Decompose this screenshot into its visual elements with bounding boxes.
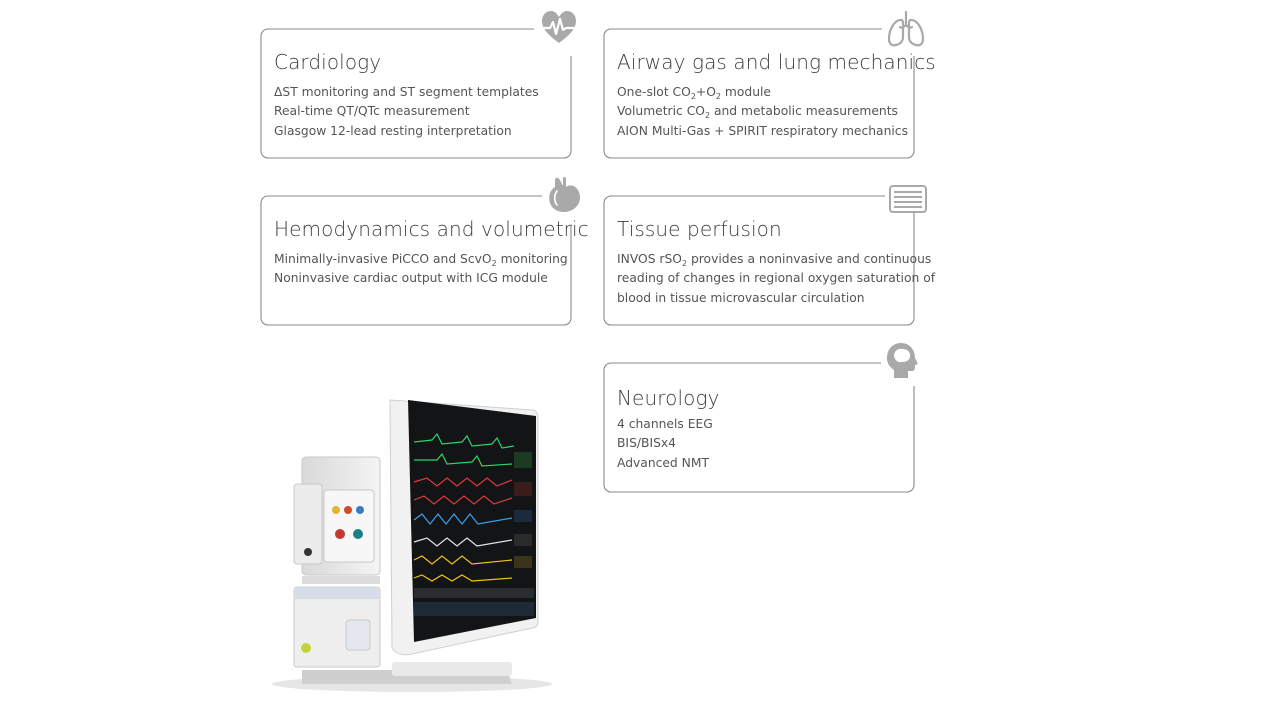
- feature-list: Minimally-invasive PiCCO and ScvO2 monit…: [274, 250, 568, 289]
- list-item: Glasgow 12-lead resting interpretation: [274, 123, 512, 138]
- list-item: ΔST monitoring and ST segment templates: [274, 85, 539, 99]
- card-frame: [603, 28, 915, 159]
- list-item: Advanced NMT: [617, 455, 709, 470]
- heart-pulse-icon: [539, 8, 579, 48]
- list-item: Real-time QT/QTc measurement: [274, 104, 470, 119]
- head-brain-icon: [884, 340, 924, 380]
- card-title: Airway gas and lung mechanics: [617, 50, 936, 74]
- card-frame: [260, 28, 572, 159]
- card-title: Neurology: [617, 386, 720, 410]
- card-frame: [260, 195, 572, 326]
- tissue-perfusion-card: Tissue perfusion INVOS rSO2 provides a n…: [603, 185, 935, 326]
- card-title: Hemodynamics and volumetric: [274, 217, 589, 241]
- lungs-icon: [886, 9, 926, 49]
- card-title: Tissue perfusion: [617, 217, 782, 241]
- hemodynamics-card: Hemodynamics and volumetric Minimally-in…: [260, 176, 589, 326]
- list-item: 4 channels EEG: [617, 417, 713, 431]
- card-title: Cardiology: [274, 50, 382, 74]
- feature-list: 4 channels EEG BIS/BISx4 Advanced NMT: [617, 415, 713, 473]
- list-item: INVOS rSO2 provides a noninvasive and co…: [617, 252, 932, 268]
- feature-list: INVOS rSO2 provides a noninvasive and co…: [617, 250, 935, 308]
- tissue-layers-icon: [888, 181, 928, 221]
- feature-list: ΔST monitoring and ST segment templates …: [274, 83, 539, 141]
- list-item: One-slot CO2+O2 module: [617, 85, 771, 101]
- list-item: BIS/BISx4: [617, 436, 676, 451]
- list-item: Minimally-invasive PiCCO and ScvO2 monit…: [274, 252, 568, 268]
- heart-organ-icon: [545, 175, 585, 215]
- cardiology-card: Cardiology ΔST monitoring and ST segment…: [260, 11, 578, 159]
- list-item: Volumetric CO2 and metabolic measurement…: [617, 104, 898, 121]
- card-frame: [603, 362, 915, 493]
- list-item: reading of changes in regional oxygen sa…: [617, 271, 936, 286]
- feature-list: One-slot CO2+O2 module Volumetric CO2 an…: [617, 83, 908, 141]
- list-item: blood in tissue microvascular circulatio…: [617, 290, 865, 305]
- neurology-card: Neurology 4 channels EEG BIS/BISx4 Advan…: [603, 343, 918, 493]
- card-frame: [603, 195, 915, 326]
- list-item: Noninvasive cardiac output with ICG modu…: [274, 271, 548, 286]
- patient-monitor-illustration: [272, 399, 552, 692]
- patient-monitor-image: [262, 392, 552, 702]
- list-item: AION Multi-Gas + SPIRIT respiratory mech…: [617, 123, 908, 138]
- airway-card: Airway gas and lung mechanics One-slot C…: [603, 10, 936, 159]
